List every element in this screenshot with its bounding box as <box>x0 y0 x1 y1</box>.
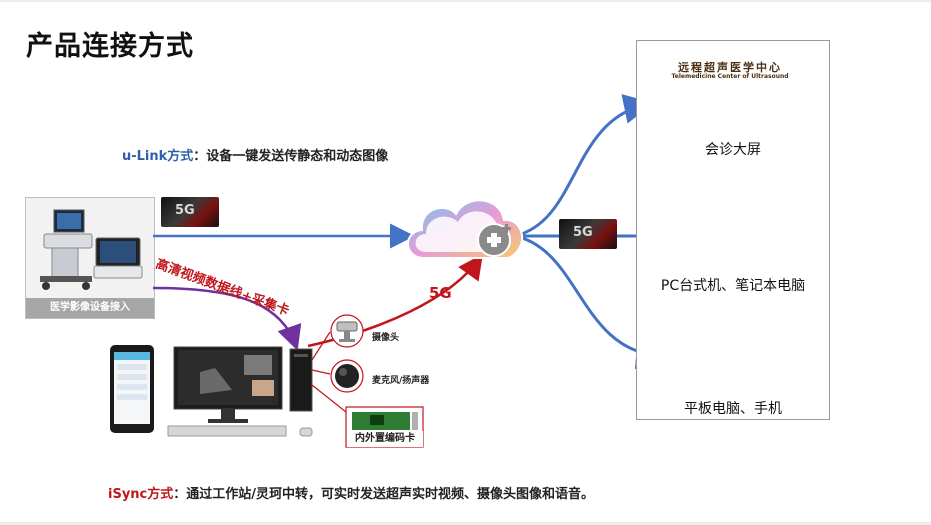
ulink-desc: ：设备一键发送传静态和动态图像 <box>193 149 389 164</box>
mic-speaker-label: 麦克风/扬声器 <box>372 376 430 386</box>
speaker-icon <box>330 359 364 393</box>
screen-sign-cn: 远程超声医学中心 <box>678 61 782 74</box>
camera-icon <box>330 314 364 348</box>
ulink-description: u-Link方式：设备一键发送传静态和动态图像 <box>122 145 388 164</box>
target-devices-panel: 远程超声医学中心 Telemedicine Center of Ultrasou… <box>636 40 830 420</box>
screen-sign-en: Telemedicine Center of Ultrasound <box>671 73 789 80</box>
source-device-caption: 医学影像设备接入 <box>26 298 154 318</box>
pc-label: PC台式机、笔记本电脑 <box>660 278 806 294</box>
5g-badge-right: 5G <box>559 219 617 249</box>
hdmi-arrow <box>152 286 302 351</box>
isync-name: iSync方式 <box>108 487 174 502</box>
5g-link-label: 5G <box>429 284 452 302</box>
tablet-label: 平板电脑、手机 <box>684 401 782 417</box>
page-title: 产品连接方式 <box>26 31 194 62</box>
isync-desc: ：通过工作站/灵珂中转，可实时发送超声实时视频、摄像头图像和语音。 <box>173 487 595 502</box>
arrow-to-tablet <box>514 234 666 370</box>
cloud-icon <box>407 199 523 259</box>
big-screen-label: 会诊大屏 <box>705 142 761 158</box>
bottom-rule <box>0 522 931 525</box>
top-rule <box>0 0 931 2</box>
capture-card-label: 内外置编码卡 <box>347 431 423 447</box>
phone-image <box>110 345 154 433</box>
ulink-name: u-Link方式 <box>122 149 194 164</box>
5g-badge-left: 5G <box>161 197 219 227</box>
arrow-to-big-screen <box>514 94 654 238</box>
workstation-image <box>167 346 313 437</box>
camera-label: 摄像头 <box>372 333 400 343</box>
ultrasound-machine-image <box>40 209 143 290</box>
isync-description: iSync方式：通过工作站/灵珂中转，可实时发送超声实时视频、摄像头图像和语音。 <box>108 483 594 502</box>
source-device-box: 医学影像设备接入 <box>25 197 155 319</box>
